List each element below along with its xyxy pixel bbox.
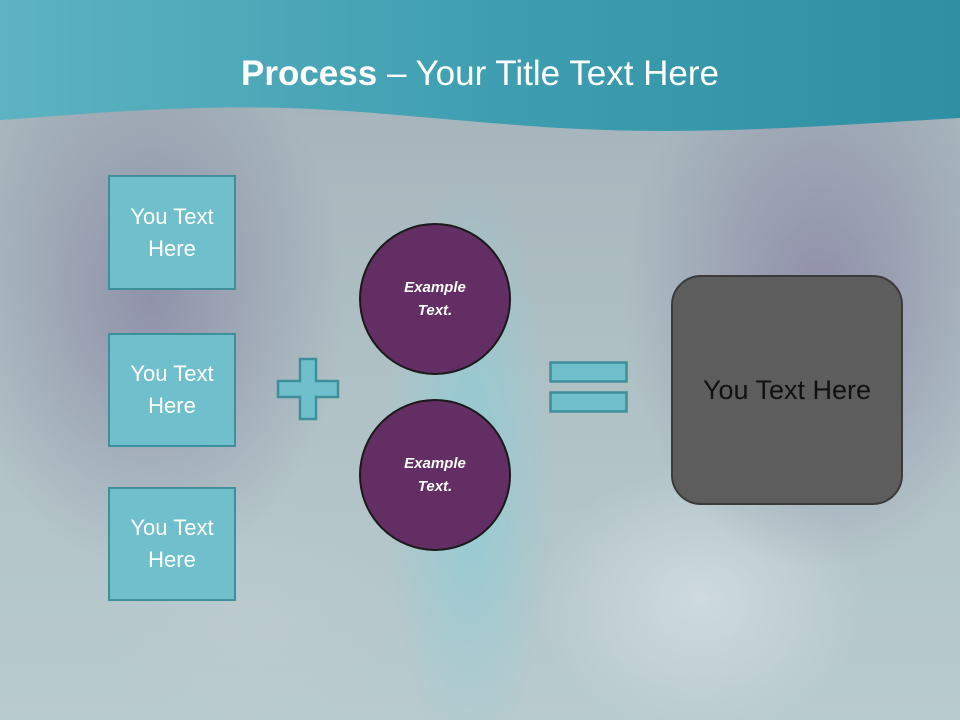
text-box-label: You Text Here xyxy=(130,361,214,418)
result-label: You Text Here xyxy=(702,374,872,405)
text-box-1[interactable]: You Text Here xyxy=(108,175,236,290)
header-banner xyxy=(0,0,960,131)
example-circle-2[interactable]: Example Text. xyxy=(359,399,511,551)
circle-label: Example Text. xyxy=(404,279,466,319)
page-title: Process – Your Title Text Here xyxy=(0,52,960,96)
text-box-3[interactable]: You Text Here xyxy=(108,487,236,601)
text-box-label: You Text Here xyxy=(130,203,214,261)
example-circle-1[interactable]: Example Text. xyxy=(359,223,511,375)
title-bold: Process xyxy=(241,54,378,93)
text-box-label: You Text Here xyxy=(130,515,214,572)
result-box[interactable]: You Text Here xyxy=(671,275,903,505)
plus-icon xyxy=(276,357,340,421)
equals-icon xyxy=(549,361,628,413)
text-box-2[interactable]: You Text Here xyxy=(108,333,236,447)
circle-label: Example Text. xyxy=(404,455,466,495)
title-rest: – Your Title Text Here xyxy=(377,54,719,93)
